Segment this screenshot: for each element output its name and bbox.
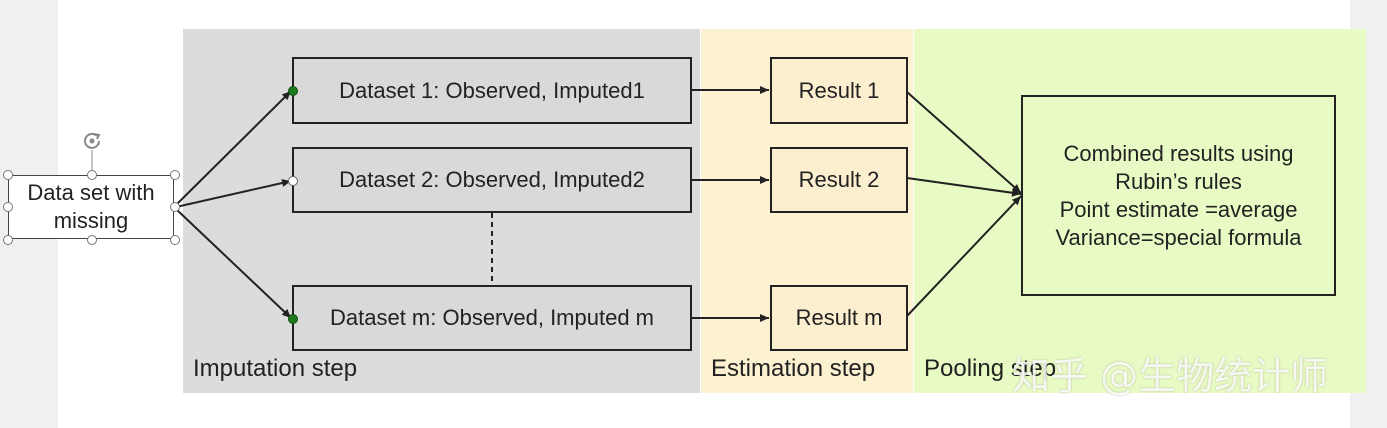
watermark: 知乎 @生物统计师 [1012, 354, 1329, 398]
combined-line-3: Point estimate =average [1059, 196, 1298, 222]
resize-handle-l[interactable] [3, 202, 13, 212]
result-1-box[interactable]: Result 1 [770, 57, 908, 124]
result-2-label: Result 2 [798, 167, 880, 192]
pooling-step-label: Pooling step [924, 355, 1057, 382]
result-1-label: Result 1 [798, 77, 880, 103]
resize-handle-br[interactable] [170, 235, 180, 245]
combined-line-4: Variance=special formula [1055, 224, 1302, 250]
connection-point-dataset-m[interactable] [288, 314, 298, 324]
arrow-source-to-dataset-2 [175, 179, 292, 208]
dataset-2-box[interactable]: Dataset 2: Observed, Imputed2 [292, 147, 692, 213]
dataset-1-box[interactable]: Dataset 1: Observed, Imputed1 [292, 57, 692, 124]
result-m-box[interactable]: Result m [770, 285, 908, 351]
resize-handle-b[interactable] [87, 235, 97, 245]
resize-handle-r[interactable] [170, 202, 180, 212]
resize-handle-tr[interactable] [170, 170, 180, 180]
resize-handle-bl[interactable] [3, 235, 13, 245]
dataset-2-label: Dataset 2: Observed, Imputed2 [339, 167, 645, 192]
connection-point-dataset-2[interactable] [288, 176, 298, 186]
resize-handle-t[interactable] [87, 170, 97, 180]
dataset-m-label: Dataset m: Observed, Imputed m [329, 305, 655, 330]
source-line-1: Data set with [27, 180, 155, 205]
dataset-m-box[interactable]: Dataset m: Observed, Imputed m [292, 285, 692, 351]
arrow-source-to-dataset-1 [175, 90, 292, 206]
dataset-1-label: Dataset 1: Observed, Imputed1 [339, 77, 645, 103]
arrow-result-m-to-combined [906, 195, 1022, 317]
combined-results-box[interactable]: Combined results using Rubin’s rules Poi… [1021, 95, 1336, 296]
connection-point-dataset-1[interactable] [288, 86, 298, 96]
arrow-result-1-to-combined [906, 91, 1022, 194]
arrow-result-2-to-combined [906, 177, 1022, 197]
rotate-icon[interactable] [81, 130, 103, 152]
combined-line-2: Rubin’s rules [1115, 168, 1242, 194]
source-data-box[interactable]: Data set with missing [8, 175, 174, 239]
arrow-source-to-dataset-m [175, 208, 292, 319]
result-2-box[interactable]: Result 2 [770, 147, 908, 213]
result-m-label: Result m [795, 305, 883, 330]
source-line-2: missing [53, 208, 129, 233]
estimation-step-label: Estimation step [711, 355, 876, 382]
imputation-step-label: Imputation step [193, 355, 358, 382]
combined-line-1: Combined results using [1063, 140, 1294, 166]
resize-handle-tl[interactable] [3, 170, 13, 180]
